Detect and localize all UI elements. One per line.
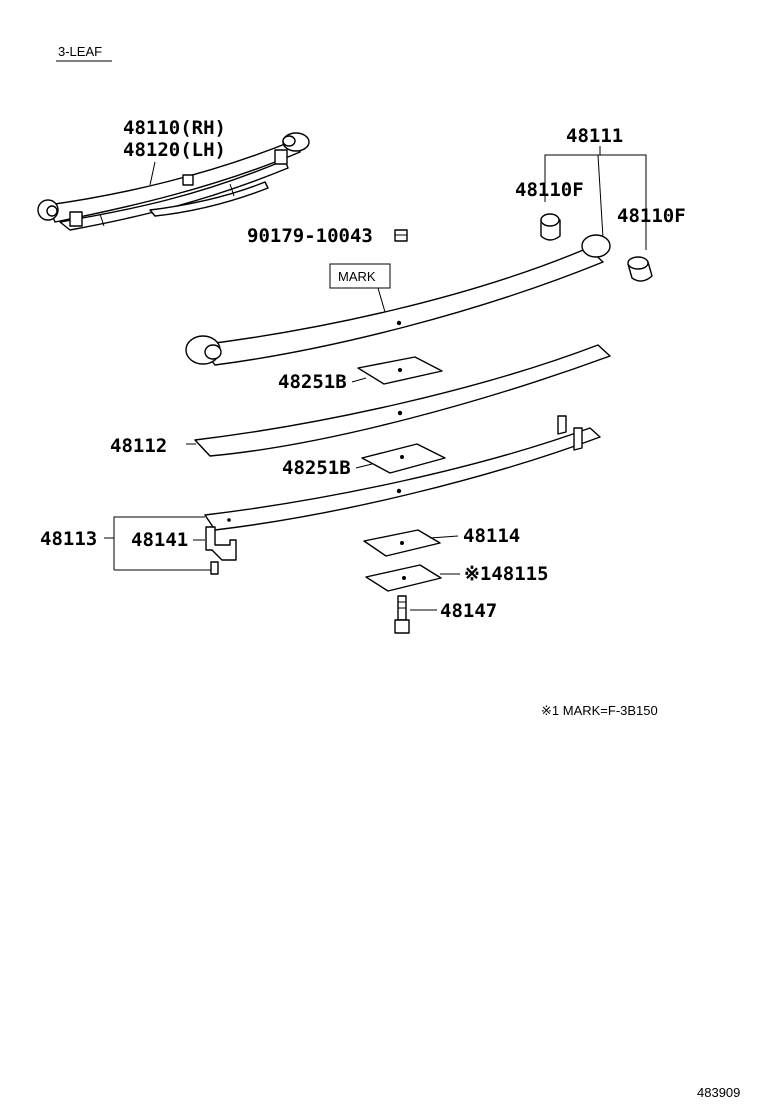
figure-id: 483909 (697, 1085, 740, 1100)
bushing-right-illustration (627, 256, 653, 282)
callout-spring-rh: 48110(RH) (123, 117, 226, 139)
second-leaf-illustration (194, 344, 611, 457)
spacer-illustration (365, 564, 442, 592)
main-leaf-illustration (185, 234, 611, 366)
third-leaf-illustration (204, 415, 601, 531)
bushing-left-illustration (540, 213, 561, 241)
callout-clip: 48141 (131, 529, 188, 551)
callout-bushing-right: 48110F (617, 205, 686, 227)
callout-spacer: ※148115 (464, 563, 549, 585)
callout-leaf-third-group: 48113 (40, 528, 97, 550)
spring-assembly-illustration (37, 132, 310, 231)
callout-nut: 90179-10043 (247, 225, 373, 247)
mark-box: MARK (329, 263, 391, 313)
callout-leaf-second: 48112 (110, 435, 167, 457)
footnote: ※1 MARK=F-3B150 (541, 703, 658, 718)
clip-illustration (205, 526, 237, 575)
callout-center-bolt: 48147 (440, 600, 497, 622)
leader-insert-upper (351, 377, 367, 383)
callout-insert-upper: 48251B (278, 371, 347, 393)
callout-pad: 48114 (463, 525, 520, 547)
leader-pad (429, 535, 459, 539)
center-bolt-illustration (394, 595, 410, 634)
mark-label: MARK (338, 269, 376, 284)
variant-label: 3-LEAF (58, 44, 102, 59)
leader-leaf-third (104, 516, 213, 571)
callout-bushing-left: 48110F (515, 179, 584, 201)
callout-spring-lh: 48120(LH) (123, 139, 226, 161)
leader-spring (149, 161, 156, 186)
callout-insert-lower: 48251B (282, 457, 351, 479)
pad-illustration (363, 529, 441, 557)
leader-insert-lower (355, 463, 373, 469)
callout-leaf-main: 48111 (566, 125, 623, 147)
leader-leaf-main (544, 146, 647, 250)
insert-lower-illustration (361, 443, 446, 474)
insert-upper-illustration (357, 356, 443, 385)
nut-illustration (394, 229, 408, 242)
